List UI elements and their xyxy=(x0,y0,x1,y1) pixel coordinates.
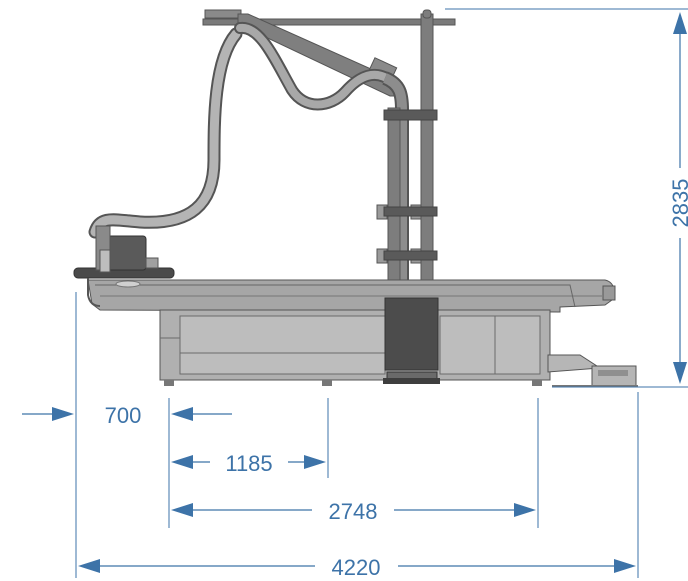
dimension-700-label: 700 xyxy=(105,403,142,428)
pipe-clamp xyxy=(383,109,438,121)
dimension-1185-label: 1185 xyxy=(225,451,272,476)
dimension-700: 700 xyxy=(22,403,232,428)
overhead-beam xyxy=(202,18,456,26)
table-surface-outline xyxy=(95,284,576,308)
dimension-annotations: 2835 700 1185 2748 xyxy=(22,8,688,580)
dimension-2748-label: 2748 xyxy=(329,499,378,524)
height-dimension: 2835 xyxy=(445,8,688,388)
extraction-cabinet xyxy=(384,297,439,371)
dimension-1185: 1185 xyxy=(171,451,326,476)
vertical-pipe-right xyxy=(420,13,434,315)
height-dimension-label: 2835 xyxy=(668,179,688,228)
dimension-4220-label: 4220 xyxy=(332,555,381,580)
dimension-2748: 2748 xyxy=(171,499,536,524)
beam-bracket xyxy=(204,9,242,19)
diagonal-support-arm xyxy=(237,13,401,97)
table-foot xyxy=(164,380,174,386)
cutting-machine-illustration xyxy=(73,9,638,387)
cutting-head xyxy=(107,235,147,271)
dimension-4220: 4220 xyxy=(78,555,636,580)
